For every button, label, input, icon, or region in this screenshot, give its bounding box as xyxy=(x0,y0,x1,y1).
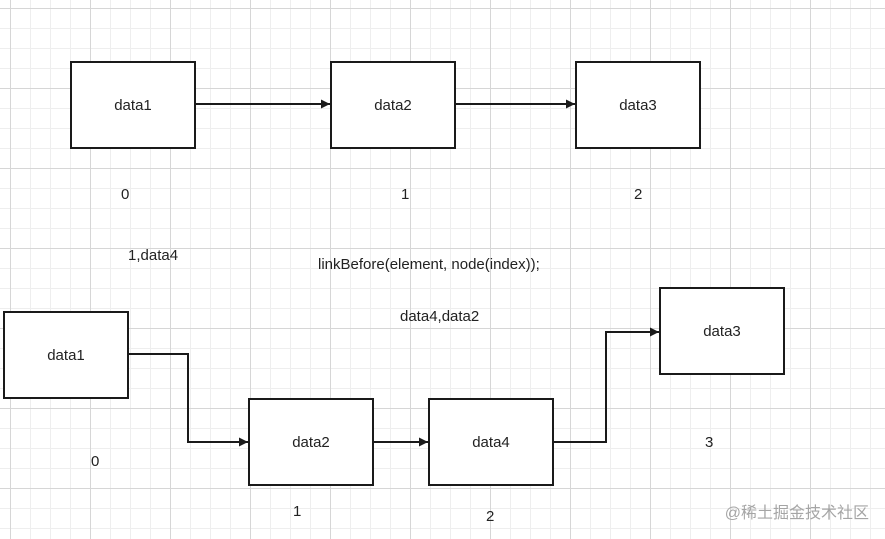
bottom-index-1: 1 xyxy=(293,503,302,520)
insert-params-label: 1,data4 xyxy=(128,247,179,264)
top-index-1: 1 xyxy=(401,186,410,203)
bottom-node-data2: data2 xyxy=(248,398,374,486)
top-index-2: 2 xyxy=(634,186,643,203)
watermark-text: @稀土掘金技术社区 xyxy=(724,505,869,522)
top-node-data3: data3 xyxy=(575,61,701,149)
bottom-index-3: 3 xyxy=(705,434,714,451)
top-index-0: 0 xyxy=(121,186,130,203)
top-node-data1: data1 xyxy=(70,61,196,149)
bottom-node-data4: data4 xyxy=(428,398,554,486)
top-node-data2: data2 xyxy=(330,61,456,149)
bottom-index-0: 0 xyxy=(91,453,100,470)
bottom-node-data1: data1 xyxy=(3,311,129,399)
link-pair-label: data4,data2 xyxy=(400,308,480,325)
edge-bottom-data1-to-data2 xyxy=(129,353,248,447)
bottom-index-2: 2 xyxy=(486,508,495,525)
edge-bottom-data4-to-data3 xyxy=(554,327,659,443)
bottom-node-data3: data3 xyxy=(659,287,785,375)
method-call-label: linkBefore(element, node(index)); xyxy=(318,256,540,273)
